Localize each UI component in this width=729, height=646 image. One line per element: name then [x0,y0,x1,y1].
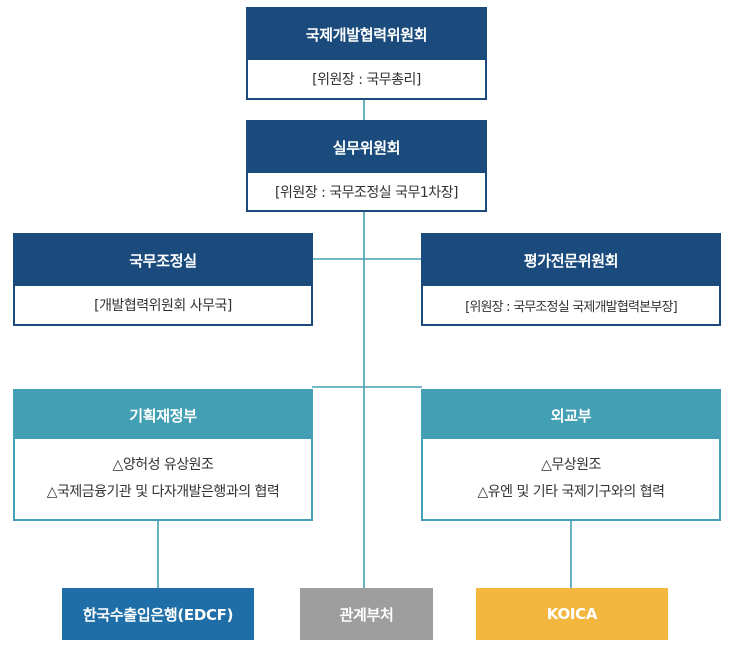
finance-ministry-roles: △양허성 유상원조 △국제금융기관 및 다자개발은행과의 협력 [15,439,311,519]
top-committee-chair: [위원장 : 국무총리] [248,60,485,98]
finance-ministry-title: 기획재정부 [15,391,311,439]
foreign-role-line: △유엔 및 기타 국제기구와의 협력 [477,484,665,500]
evaluation-committee-title: 평가전문위원회 [423,235,719,286]
foreign-role-line: △무상원조 [541,457,601,473]
top-committee-box: 국제개발협력위원회 [위원장 : 국무총리] [246,7,487,100]
edcf-box: 한국수출입은행(EDCF) [62,588,254,640]
foreign-ministry-roles: △무상원조 △유엔 및 기타 국제기구와의 협력 [423,439,719,519]
top-committee-title: 국제개발협력위원회 [248,9,485,60]
related-ministries-box: 관계부처 [300,588,433,640]
office-box: 국무조정실 [개발협력위원회 사무국] [13,233,313,326]
foreign-ministry-title: 외교부 [423,391,719,439]
foreign-ministry-box: 외교부 △무상원조 △유엔 및 기타 국제기구와의 협력 [421,389,721,521]
evaluation-committee-box: 평가전문위원회 [위원장 : 국무조정실 국제개발협력본부장] [421,233,721,326]
finance-role-line: △양허성 유상원조 [112,457,214,473]
working-committee-chair: [위원장 : 국무조정실 국무1차장] [248,173,485,210]
office-title: 국무조정실 [15,235,311,286]
working-committee-box: 실무위원회 [위원장 : 국무조정실 국무1차장] [246,120,487,212]
office-role: [개발협력위원회 사무국] [15,286,311,324]
koica-box: KOICA [476,588,668,640]
finance-ministry-box: 기획재정부 △양허성 유상원조 △국제금융기관 및 다자개발은행과의 협력 [13,389,313,521]
finance-role-line: △국제금융기관 및 다자개발은행과의 협력 [46,484,280,500]
evaluation-committee-chair: [위원장 : 국무조정실 국제개발협력본부장] [423,286,719,324]
working-committee-title: 실무위원회 [248,122,485,173]
